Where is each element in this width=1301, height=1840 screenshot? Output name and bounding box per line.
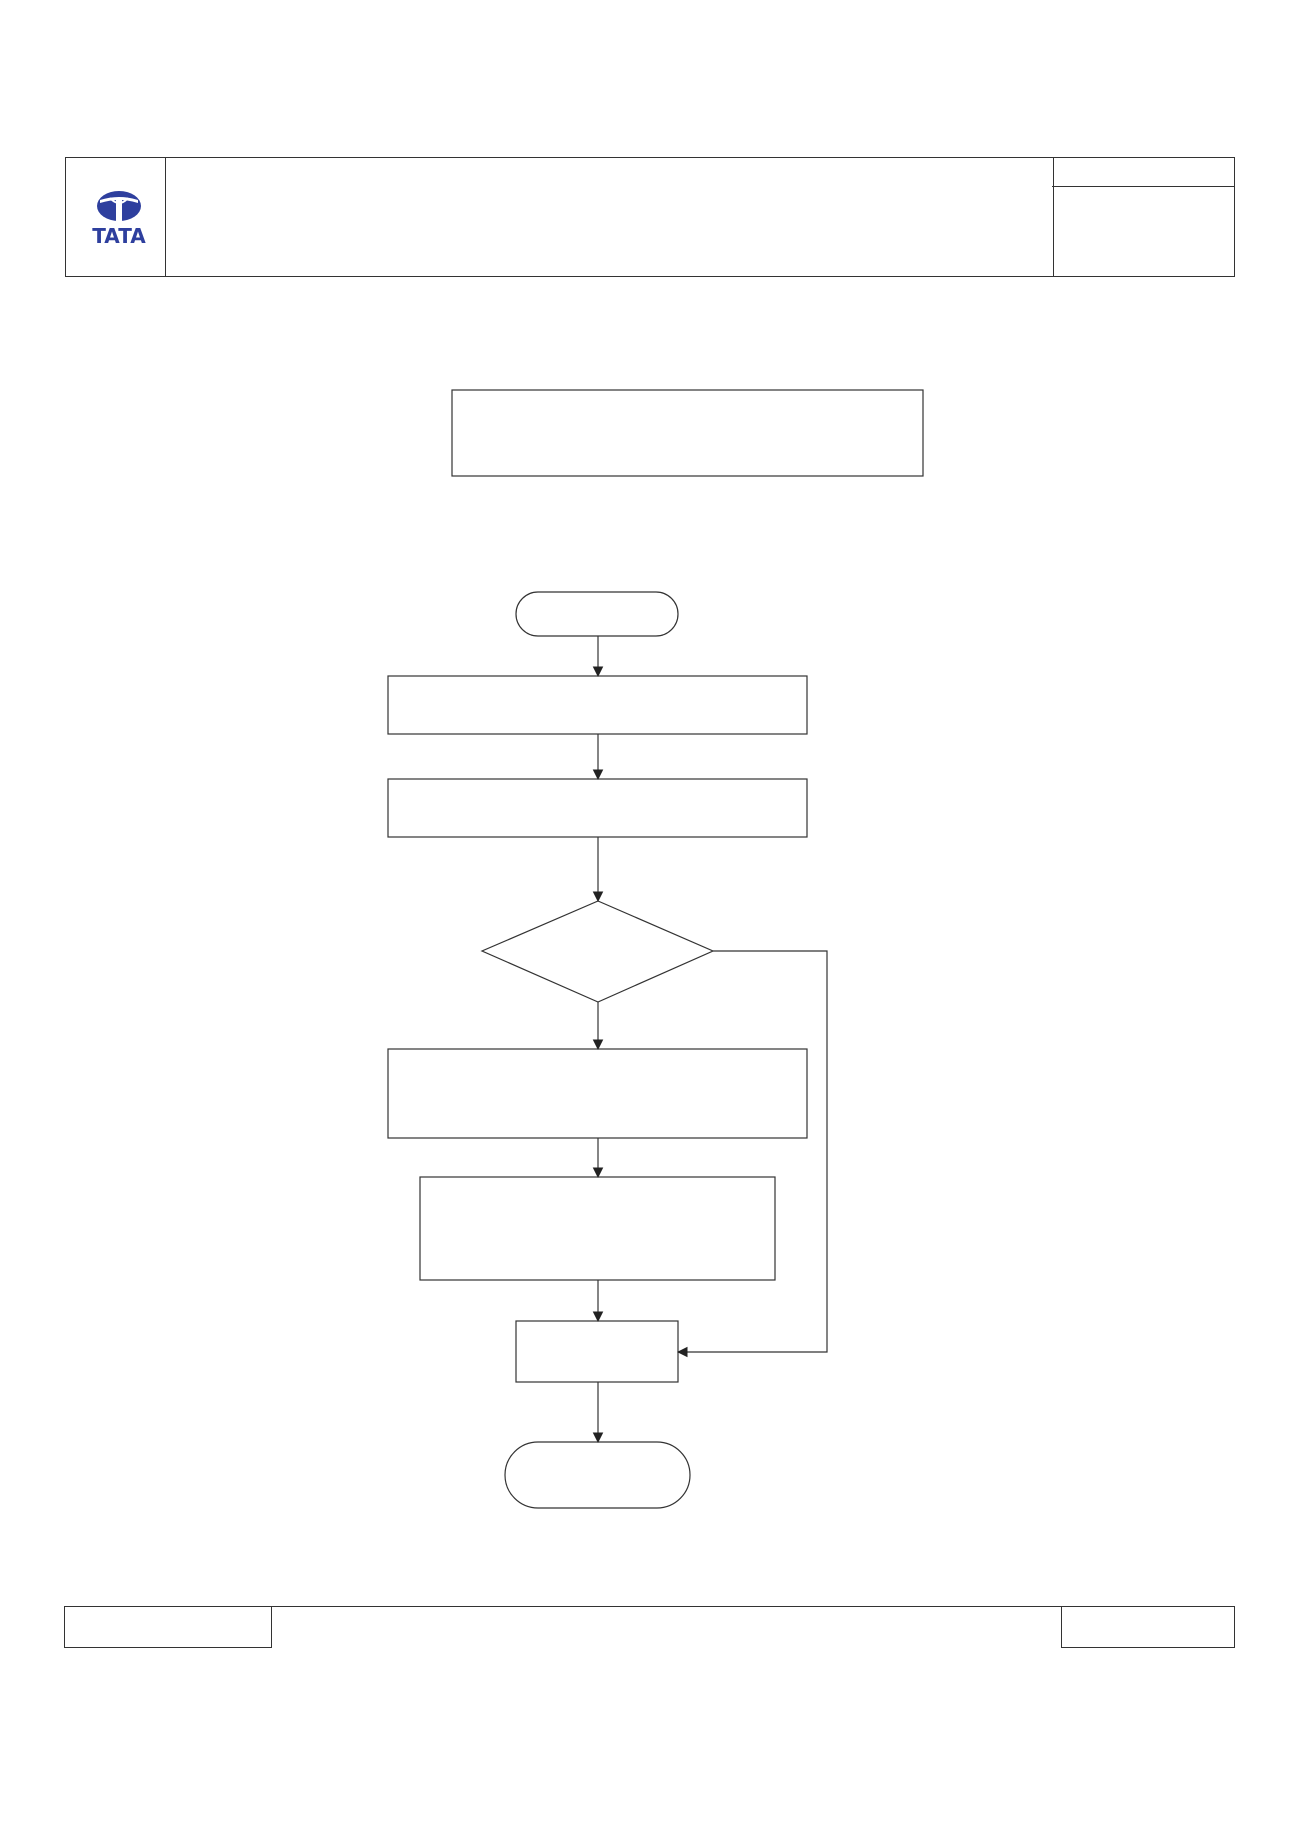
header-title-cell: [166, 158, 1054, 276]
document-header-table: TATA: [65, 157, 1235, 277]
process-step-4: [419, 1176, 776, 1281]
process-step-3: [387, 1048, 808, 1139]
process-step-1: [387, 675, 808, 735]
connector-decision-bypass: [676, 950, 828, 1358]
logo-cell: TATA: [66, 158, 166, 276]
end-terminator: [504, 1441, 691, 1509]
decision-diamond: [480, 900, 715, 1003]
footer-left-cell: [64, 1606, 272, 1648]
process-step-5: [515, 1320, 679, 1383]
start-terminator: [515, 591, 679, 637]
footer-right-cell: [1061, 1606, 1235, 1648]
tata-logo-icon: [97, 191, 141, 222]
logo-text: TATA: [92, 224, 146, 248]
process-step-2: [387, 778, 808, 838]
header-right-top-cell: [1052, 158, 1234, 187]
diagram-title-box: [451, 389, 924, 477]
footer-divider-line: [272, 1606, 1062, 1607]
